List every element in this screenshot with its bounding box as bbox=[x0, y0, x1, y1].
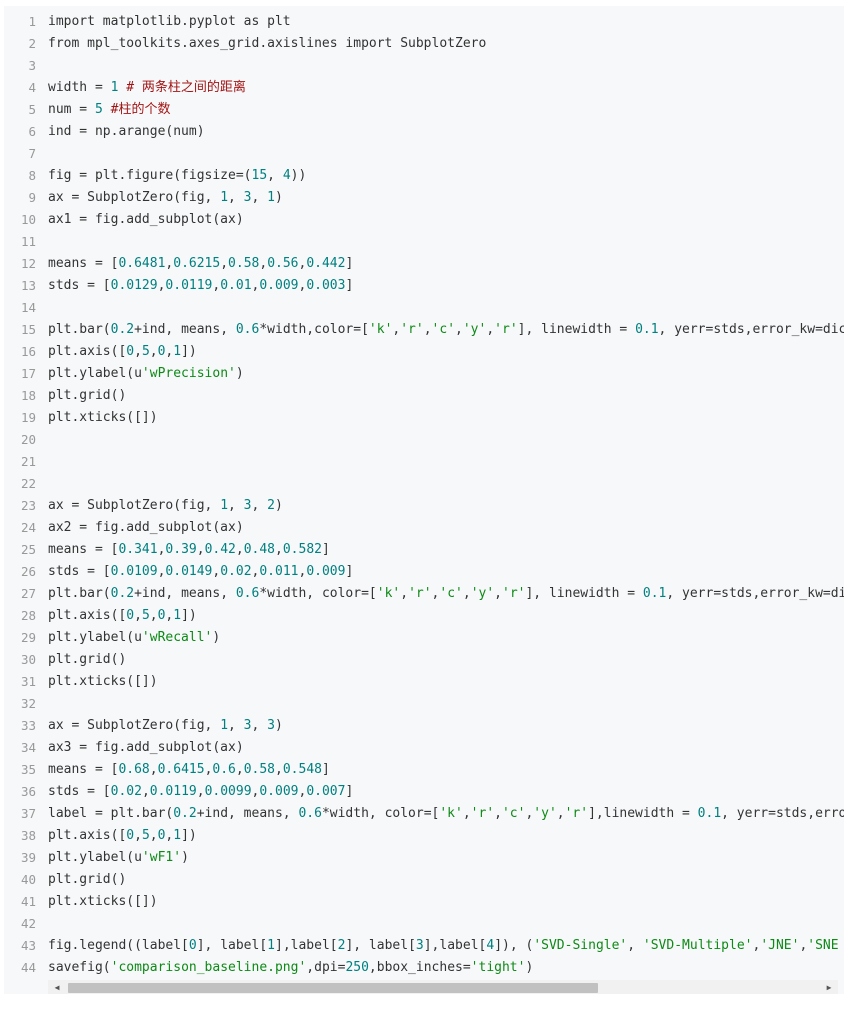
line-number: 2 bbox=[28, 36, 36, 51]
code-line: plt.xticks([]) bbox=[48, 674, 158, 689]
line-number: 1 bbox=[28, 14, 36, 29]
line-number: 31 bbox=[20, 674, 36, 689]
code-line: plt.ylabel(u'wF1') bbox=[48, 850, 189, 865]
code-line: plt.grid() bbox=[48, 872, 127, 887]
line-number: 10 bbox=[20, 212, 36, 227]
line-number: 25 bbox=[20, 542, 36, 557]
code-line: ax2 = fig.add_subplot(ax) bbox=[48, 520, 244, 535]
horizontal-scrollbar[interactable]: ◀ ▶ bbox=[48, 980, 838, 994]
code-line: means = [0.341,0.39,0.42,0.48,0.582] bbox=[48, 542, 330, 557]
line-number: 15 bbox=[20, 322, 36, 337]
line-number: 4 bbox=[28, 80, 36, 95]
code-line: plt.axis([0,5,0,1]) bbox=[48, 828, 197, 843]
line-number: 27 bbox=[20, 586, 36, 601]
line-number: 11 bbox=[20, 234, 36, 249]
line-number: 37 bbox=[20, 806, 36, 821]
code-line: label = plt.bar(0.2+ind, means, 0.6*widt… bbox=[48, 806, 844, 821]
line-number: 19 bbox=[20, 410, 36, 425]
code-lines: import matplotlib.pyplot as plt from mpl_… bbox=[48, 6, 844, 982]
code-line: width = 1 # 两条柱之间的距离 bbox=[48, 80, 246, 95]
line-number: 41 bbox=[20, 894, 36, 909]
line-number: 12 bbox=[20, 256, 36, 271]
code-line: plt.xticks([]) bbox=[48, 410, 158, 425]
code-line: savefig('comparison_baseline.png',dpi=25… bbox=[48, 960, 534, 975]
scroll-left-arrow-icon[interactable]: ◀ bbox=[54, 983, 60, 992]
line-number: 23 bbox=[20, 498, 36, 513]
line-number: 21 bbox=[20, 454, 36, 469]
code-line: plt.bar(0.2+ind, means, 0.6*width, color… bbox=[48, 586, 844, 601]
line-number: 24 bbox=[20, 520, 36, 535]
code-line: ax3 = fig.add_subplot(ax) bbox=[48, 740, 244, 755]
code-line: plt.axis([0,5,0,1]) bbox=[48, 608, 197, 623]
code-line: import matplotlib.pyplot as plt bbox=[48, 14, 291, 29]
line-number: 13 bbox=[20, 278, 36, 293]
code-line: plt.bar(0.2+ind, means, 0.6*width,color=… bbox=[48, 322, 844, 337]
code-line: from mpl_toolkits.axes_grid.axislines im… bbox=[48, 36, 487, 51]
code-line: num = 5 #柱的个数 bbox=[48, 102, 171, 117]
code-line: ax = SubplotZero(fig, 1, 3, 2) bbox=[48, 498, 283, 513]
line-number: 44 bbox=[20, 960, 36, 975]
code-line: stds = [0.0109,0.0149,0.02,0.011,0.009] bbox=[48, 564, 354, 579]
line-number: 34 bbox=[20, 740, 36, 755]
code-line: ax = SubplotZero(fig, 1, 3, 3) bbox=[48, 718, 283, 733]
line-number: 30 bbox=[20, 652, 36, 667]
line-number: 42 bbox=[20, 916, 36, 931]
scroll-right-arrow-icon[interactable]: ▶ bbox=[826, 983, 832, 992]
code-line: plt.grid() bbox=[48, 388, 127, 403]
line-number: 29 bbox=[20, 630, 36, 645]
code-line: stds = [0.02,0.0119,0.0099,0.009,0.007] bbox=[48, 784, 354, 799]
line-number: 33 bbox=[20, 718, 36, 733]
line-number: 18 bbox=[20, 388, 36, 403]
code-line: means = [0.6481,0.6215,0.58,0.56,0.442] bbox=[48, 256, 354, 271]
line-number: 43 bbox=[20, 938, 36, 953]
code-line: plt.grid() bbox=[48, 652, 127, 667]
line-number: 3 bbox=[28, 58, 36, 73]
code-line: fig.legend((label[0], label[1],label[2],… bbox=[48, 938, 839, 953]
code-line: plt.xticks([]) bbox=[48, 894, 158, 909]
line-number: 8 bbox=[28, 168, 36, 183]
line-number: 28 bbox=[20, 608, 36, 623]
code-line: stds = [0.0129,0.0119,0.01,0.009,0.003] bbox=[48, 278, 354, 293]
code-line: plt.ylabel(u'wPrecision') bbox=[48, 366, 244, 381]
line-number: 22 bbox=[20, 476, 36, 491]
code-line: ax1 = fig.add_subplot(ax) bbox=[48, 212, 244, 227]
line-number: 5 bbox=[28, 102, 36, 117]
line-number: 7 bbox=[28, 146, 36, 161]
line-number: 14 bbox=[20, 300, 36, 315]
line-number: 16 bbox=[20, 344, 36, 359]
line-number: 9 bbox=[28, 190, 36, 205]
code-line: plt.axis([0,5,0,1]) bbox=[48, 344, 197, 359]
code-line: ax = SubplotZero(fig, 1, 3, 1) bbox=[48, 190, 283, 205]
code-line: plt.ylabel(u'wRecall') bbox=[48, 630, 221, 645]
line-number: 40 bbox=[20, 872, 36, 887]
line-number: 17 bbox=[20, 366, 36, 381]
line-number: 6 bbox=[28, 124, 36, 139]
line-number: 39 bbox=[20, 850, 36, 865]
line-number: 38 bbox=[20, 828, 36, 843]
code-line: ind = np.arange(num) bbox=[48, 124, 205, 139]
line-number: 35 bbox=[20, 762, 36, 777]
line-number: 26 bbox=[20, 564, 36, 579]
scrollbar-thumb[interactable] bbox=[68, 983, 598, 993]
code-line: means = [0.68,0.6415,0.6,0.58,0.548] bbox=[48, 762, 330, 777]
line-number: 36 bbox=[20, 784, 36, 799]
line-number: 20 bbox=[20, 432, 36, 447]
line-number: 32 bbox=[20, 696, 36, 711]
code-line: fig = plt.figure(figsize=(15, 4)) bbox=[48, 168, 307, 183]
